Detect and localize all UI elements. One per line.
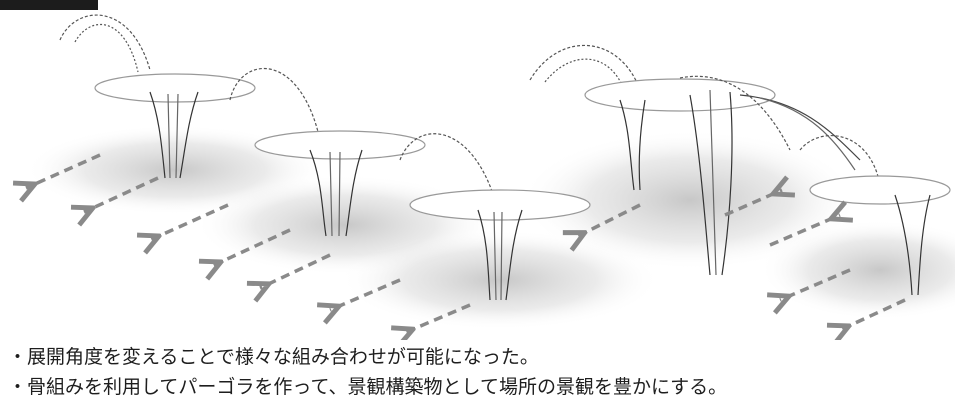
arrow-icon [26,153,101,188]
arrow-icon [840,298,906,330]
pergola-arch-unit [529,45,861,276]
arrow-icon [84,176,159,212]
direction-arrows [26,153,906,333]
arrow-icon [404,303,471,333]
note-line: ・骨組みを利用してパーゴラを作って、景観構築物として場所の景観を豊かにする。 [8,376,728,398]
parasol-unit [59,14,256,179]
arrow-icon [724,190,782,217]
description-notes: ・展開角度を変えることで様々な組み合わせが可能になった。 ・骨組みを利用してパー… [8,342,948,402]
ground-shadow [340,230,660,330]
section-tag [0,0,98,10]
arrow-icon [260,253,331,288]
note-line: ・展開角度を変えることで様々な組み合わせが可能になった。 [8,346,539,368]
parasol-unit [229,68,426,237]
ground-shadow [520,130,860,270]
arrow-icon [330,278,401,310]
arrow-icon [769,215,840,247]
parasol-unit [799,135,951,296]
arrow-icon [576,203,641,237]
arrow-icon [780,268,851,300]
parasol-unit [399,133,591,301]
pergola-diagram [0,14,955,340]
